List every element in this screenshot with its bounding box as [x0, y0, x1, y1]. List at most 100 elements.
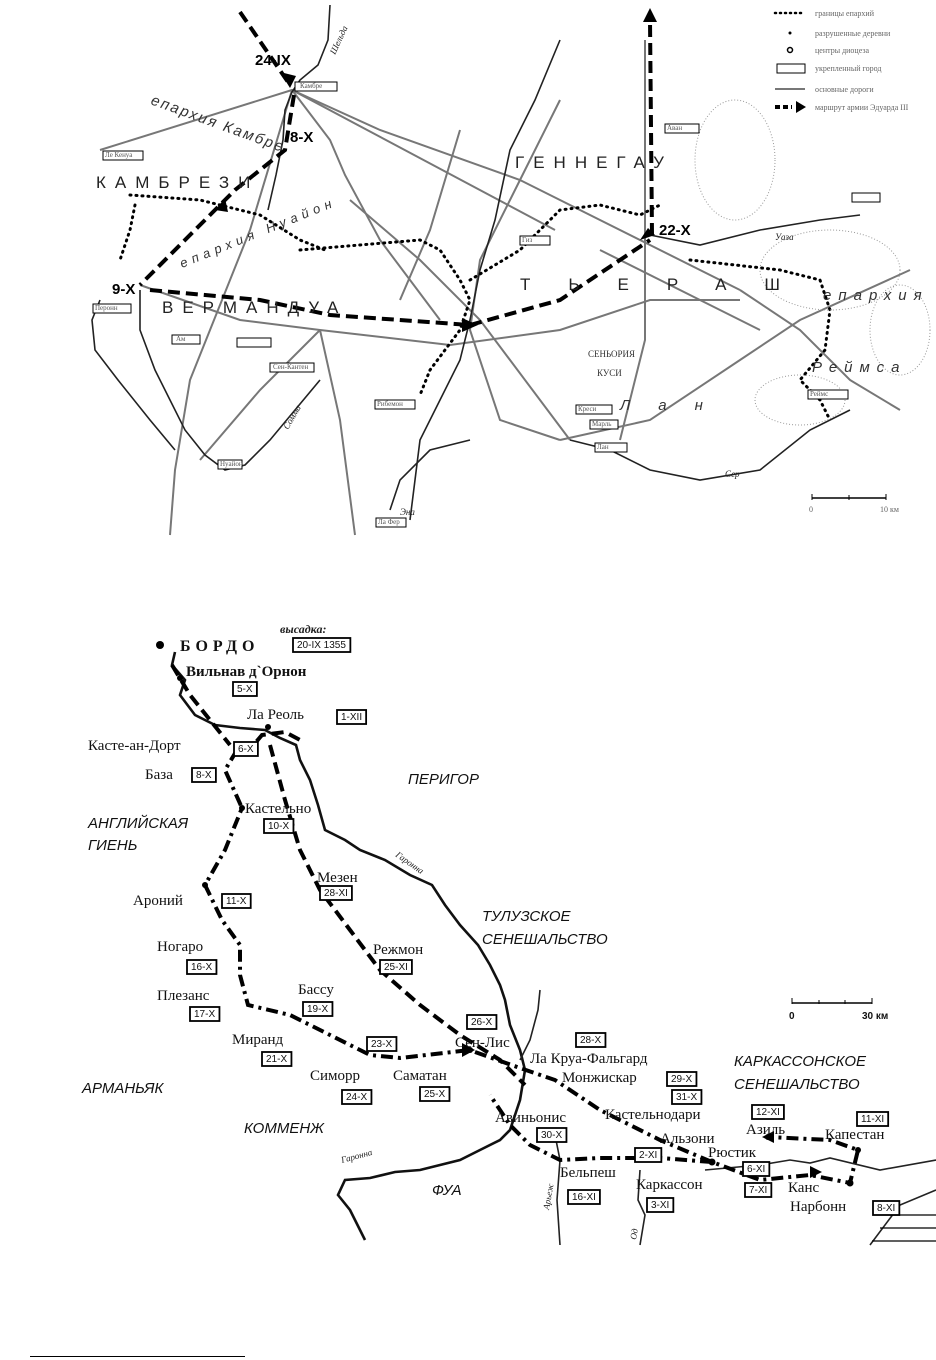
date-box: 16-X [186, 959, 218, 975]
town-label: Ароний [133, 893, 183, 909]
date-box: 29-X [666, 1071, 698, 1087]
date-box-frame [567, 1189, 601, 1205]
date-box: 17-X [189, 1006, 221, 1022]
date-box-frame [742, 1161, 771, 1177]
town-label: Азиль [746, 1122, 785, 1138]
route-arrow [762, 1131, 774, 1143]
town-label: Ла Реоль [247, 707, 304, 723]
date-box-frame [221, 893, 252, 909]
town-label: Саматан [393, 1068, 447, 1084]
town-label: Каркассон [636, 1177, 703, 1193]
route-arrow [810, 1166, 822, 1178]
town-label: Гиз [522, 236, 533, 244]
date-box: 6-X [233, 741, 259, 757]
town-bordeaux: БОРДО [180, 638, 259, 655]
scale-bar: 0 10 км [809, 494, 899, 514]
region-labels: КАМБРЕЗИ ГЕННЕГАУ ВЕРМАНДУА ТЬЕРАШ епарх… [96, 92, 922, 414]
town-label: Лан [597, 443, 609, 451]
date-box-label: 11-X [226, 896, 247, 907]
river-label: Уаза [775, 232, 794, 242]
town-label: Симорр [310, 1068, 360, 1084]
region-english-guyenne: АНГЛИЙСКАЯ [87, 814, 189, 832]
date-box-frame [319, 885, 353, 901]
army-route [138, 8, 657, 332]
date-box-frame [575, 1032, 607, 1048]
date-box: 23-X [366, 1036, 398, 1052]
date-box-frame [232, 681, 258, 697]
date-box-label: 25-XI [384, 962, 408, 973]
date-box-label: 16-X [191, 962, 212, 973]
date-box: 1-XII [336, 709, 368, 725]
date-box: 21-X [261, 1051, 293, 1067]
town-label: Ногаро [157, 939, 203, 955]
date-box: 25-XI [379, 959, 413, 975]
date-box-label: 21-X [266, 1054, 287, 1065]
scale-max: 10 км [880, 505, 899, 514]
date-box-label: 26-X [471, 1017, 492, 1028]
date-box-label: 3-XI [651, 1200, 669, 1211]
date-box-frame [536, 1127, 568, 1143]
town-label: Креси [578, 405, 597, 413]
town-label: Ле Кенуа [105, 151, 133, 159]
date-box-label: 31-X [676, 1092, 697, 1103]
date-box: 2-XI [634, 1147, 663, 1163]
river-label: Шельда [327, 24, 349, 57]
date-box-label: 25-X [424, 1089, 445, 1100]
date-box-label: 6-X [238, 744, 254, 755]
region-cambresis: КАМБРЕЗИ [96, 173, 259, 192]
date-box-frame [379, 959, 413, 975]
legend: границы епархий разрушенные деревни цент… [773, 9, 909, 113]
date-box-frame [634, 1147, 663, 1163]
date-label: 8-X [290, 129, 313, 146]
date-box-frame [302, 1001, 334, 1017]
scale-max: 30 км [862, 1011, 888, 1022]
town-label: Мезен [317, 870, 358, 886]
date-box-label: 8-XI [877, 1203, 895, 1214]
date-box: 6-XI [742, 1161, 771, 1177]
date-box-label: 28-X [580, 1035, 601, 1046]
town-label: База [145, 767, 173, 783]
date-box-frame [261, 1051, 293, 1067]
town-label: Аван [667, 124, 682, 132]
legend-item: границы епархий [815, 9, 875, 18]
date-box-frame [366, 1036, 398, 1052]
date-box-label: 28-XI [324, 888, 348, 899]
town-label: Канс [788, 1180, 819, 1196]
route-arrow [462, 1043, 475, 1057]
date-label: 9-X [112, 281, 135, 298]
date-box: 25-X [419, 1086, 451, 1102]
region-comminges: КОММЕНЖ [244, 1120, 325, 1137]
date-box: 30-X [536, 1127, 568, 1143]
town-label: Сен-Кантен [273, 363, 309, 371]
town-label: Ам [176, 335, 186, 343]
date-boxes: 20-IX 1355 5-X 1-XII 6-X 8-X 10-X 28-XI … [186, 637, 901, 1216]
date-box-label: 7-XI [749, 1185, 767, 1196]
date-box-frame [466, 1014, 498, 1030]
legend-item: центры диоцеза [815, 46, 870, 55]
river-label: Сер [725, 469, 740, 479]
date-box-frame [671, 1089, 703, 1105]
date-box-frame [341, 1089, 373, 1105]
legend-item: разрушенные деревни [815, 29, 891, 38]
date-box: 11-XI [856, 1111, 890, 1127]
date-box-label: 19-X [307, 1004, 328, 1015]
date-box: 8-X [191, 767, 217, 783]
map-edward-iii-1339-campaign: Камбре Перонн Ам Сен-Кантен Рибемон Гиз … [91, 4, 931, 536]
region-english-guyenne: ГИЕНЬ [88, 837, 138, 854]
date-box-frame [751, 1104, 785, 1120]
town-label: Нарбонн [790, 1199, 846, 1215]
date-box: 19-X [302, 1001, 334, 1017]
region-carcassonne-seneschalty: СЕНЕШАЛЬСТВО [734, 1076, 860, 1093]
date-box-frame [191, 767, 217, 783]
date-box-frame [233, 741, 259, 757]
town-label: Сен-Лис [455, 1035, 510, 1051]
region-armagnac: АРМАНЬЯК [81, 1080, 164, 1097]
date-label: 22-X [659, 222, 691, 239]
town-label: Альзони [660, 1131, 715, 1147]
region-laon: Лан [619, 397, 731, 414]
region-coucy: СЕНЬОРИЯ [588, 349, 635, 359]
region-toulouse-seneschalty: ТУЛУЗСКОЕ [482, 908, 572, 925]
landing-label: высадка: [280, 622, 326, 636]
date-box-frame [872, 1200, 901, 1216]
town-label: Нуайон [220, 460, 243, 468]
